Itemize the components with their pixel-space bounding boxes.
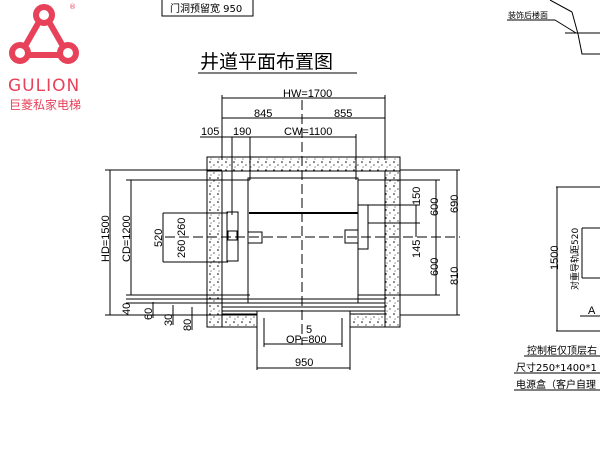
dim-hw: HW=1700 bbox=[283, 88, 332, 100]
dim-145: 145 bbox=[411, 240, 423, 258]
gulion-logo: ® GULION 巨菱私家电梯 bbox=[8, 3, 81, 112]
top-dimension-lines bbox=[200, 95, 386, 215]
dim-80: 80 bbox=[182, 319, 194, 331]
side-dim-1500: 1500 bbox=[549, 246, 561, 270]
car-outline bbox=[247, 177, 359, 304]
dim-810: 810 bbox=[449, 267, 461, 285]
note-control-cabinet: 控制柜仅顶层右 bbox=[527, 344, 597, 357]
dim-950: 950 bbox=[295, 357, 313, 369]
dim-5: 5 bbox=[306, 324, 312, 336]
dim-600-top: 600 bbox=[429, 198, 441, 216]
page-title: 井道平面布置图 bbox=[200, 51, 333, 73]
dim-520: 520 bbox=[153, 229, 165, 247]
note-size: 尺寸250*1400*1 bbox=[516, 361, 597, 374]
dim-hd: HD=1500 bbox=[100, 215, 112, 262]
dim-260-bottom: 260 bbox=[176, 240, 188, 258]
logo-triangle-icon bbox=[9, 4, 79, 64]
dim-30: 30 bbox=[163, 314, 175, 326]
logo-subtitle: 巨菱私家电梯 bbox=[9, 97, 81, 112]
floor-label: 装饰后楼面 bbox=[508, 10, 548, 20]
dim-40: 40 bbox=[121, 303, 133, 315]
dim-845: 845 bbox=[254, 108, 272, 120]
dim-600-bottom: 600 bbox=[429, 258, 441, 276]
dim-190: 190 bbox=[233, 126, 251, 138]
right-dimension-lines bbox=[358, 169, 460, 316]
dim-cd: CD=1200 bbox=[121, 215, 133, 262]
dim-105: 105 bbox=[201, 126, 219, 138]
dim-690: 690 bbox=[449, 195, 461, 213]
dim-cw: CW=1100 bbox=[284, 126, 332, 138]
door-opening-label: 门洞预留宽 950 bbox=[170, 2, 242, 15]
shaft-walls bbox=[206, 156, 401, 328]
bottom-dimension-lines bbox=[256, 318, 351, 370]
door-opening-box bbox=[161, 0, 254, 17]
logo-brand: GULION bbox=[8, 76, 80, 96]
left-dimension-lines bbox=[105, 169, 257, 330]
dim-855: 855 bbox=[334, 108, 352, 120]
dim-260-top: 260 bbox=[176, 218, 188, 236]
note-power-box: 电源盒（客户自理 bbox=[516, 378, 596, 391]
rail-distance-label: 对重导轨距520 bbox=[569, 228, 581, 290]
dim-op: OP=800 bbox=[286, 334, 327, 346]
section-view-lines bbox=[507, 0, 600, 391]
section-label-a: A bbox=[588, 305, 596, 317]
dim-150: 150 bbox=[411, 187, 423, 205]
logo-registered: ® bbox=[69, 3, 76, 11]
dim-60: 60 bbox=[143, 308, 155, 320]
door-sills bbox=[221, 298, 386, 318]
